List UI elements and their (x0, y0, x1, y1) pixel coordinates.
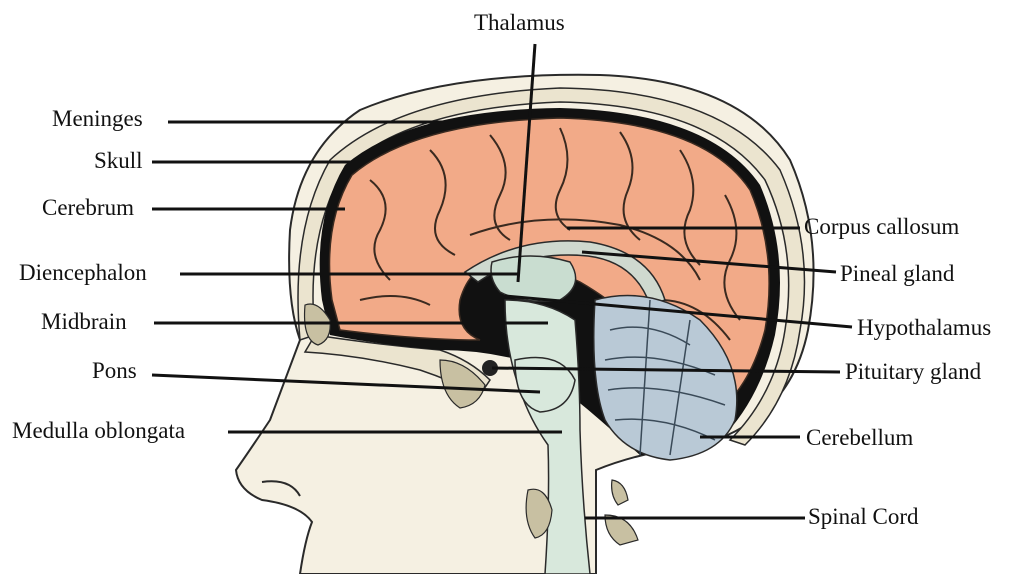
label-skull: Skull (94, 148, 143, 174)
label-medulla-oblongata: Medulla oblongata (12, 418, 185, 444)
vertebra-right (605, 480, 638, 545)
label-hypothalamus: Hypothalamus (857, 315, 991, 341)
label-spinal-cord: Spinal Cord (808, 504, 919, 530)
label-midbrain: Midbrain (41, 309, 127, 335)
label-corpus-callosum: Corpus callosum (804, 214, 959, 240)
label-diencephalon: Diencephalon (19, 260, 147, 286)
label-pituitary-gland: Pituitary gland (845, 359, 981, 385)
label-pineal-gland: Pineal gland (840, 261, 954, 287)
label-thalamus: Thalamus (474, 10, 565, 36)
label-cerebrum: Cerebrum (42, 195, 134, 221)
label-pons: Pons (92, 358, 137, 384)
label-cerebellum: Cerebellum (806, 425, 913, 451)
label-meninges: Meninges (52, 106, 143, 132)
thalamus-shape (491, 256, 576, 301)
